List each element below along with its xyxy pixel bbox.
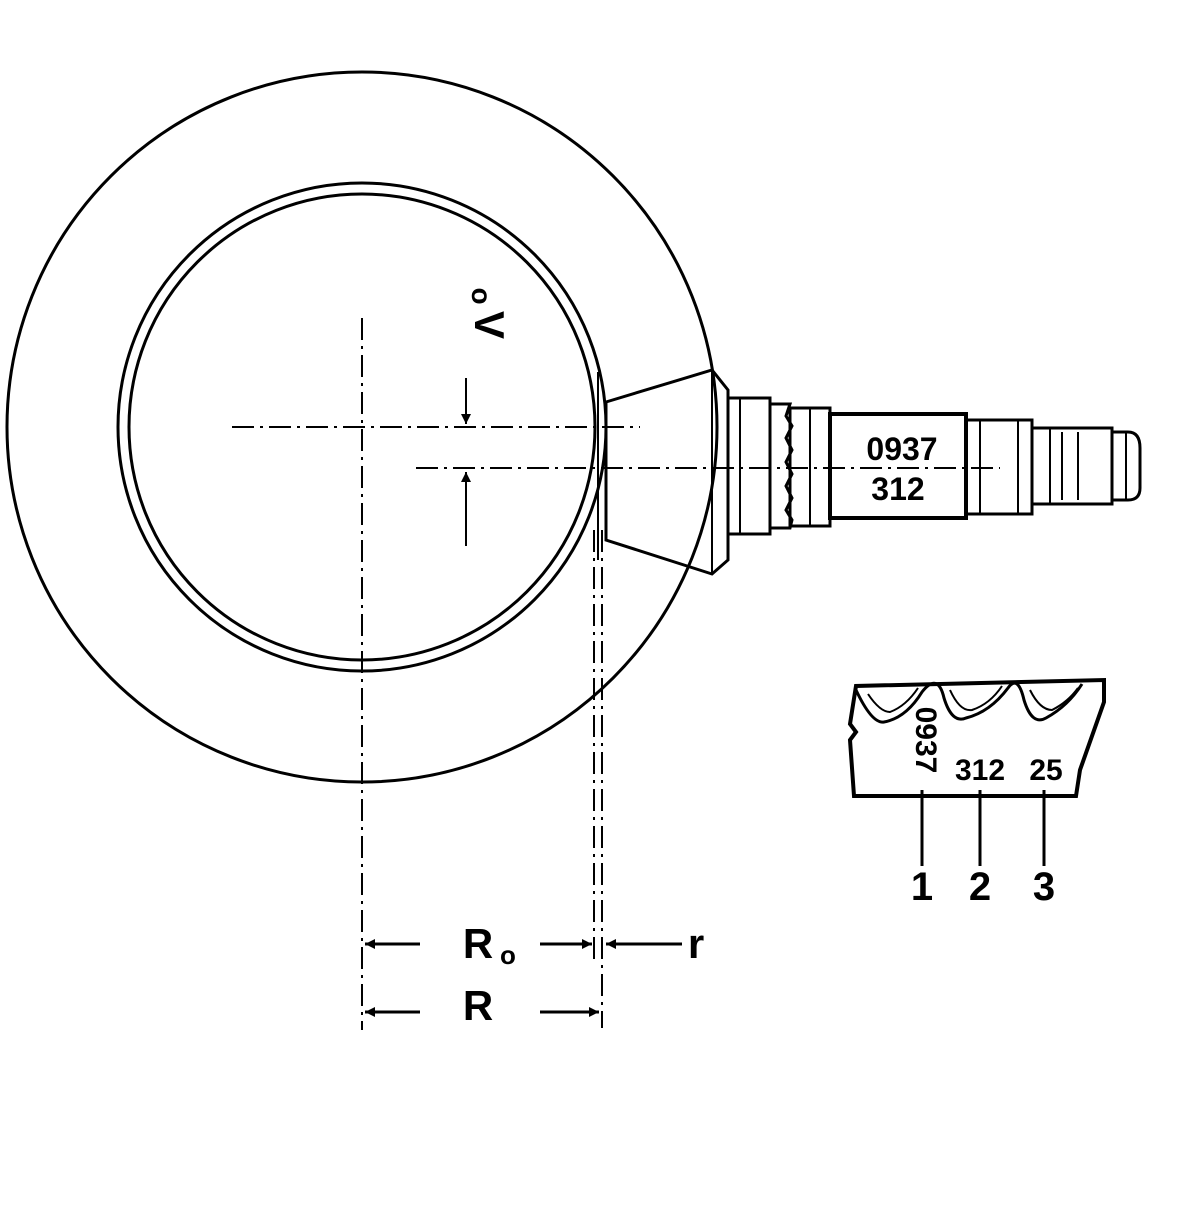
callouts: 1 2 3: [911, 790, 1055, 909]
pinion-tip: [1110, 430, 1142, 502]
radius-dimensions: R o r R: [365, 920, 704, 1029]
pinion-head: [604, 368, 730, 576]
label-vo-subscript: o: [466, 287, 497, 304]
label-ro-letter: R: [463, 920, 493, 967]
callout-label-2: 2: [969, 865, 991, 909]
callout-label-3: 3: [1033, 865, 1055, 909]
gear-segment-outline: [847, 677, 1106, 798]
pinion-shaft: 0937 312: [597, 368, 1142, 576]
pinion-collar: [726, 396, 772, 536]
gear-tooth-profile: [854, 681, 1084, 724]
label-r-small: r: [688, 920, 704, 967]
gear-marking-part-number: 0937: [909, 707, 942, 774]
gear-marking-deviation: 25: [1029, 754, 1062, 787]
gear-marking-detail: 0937 312 25: [847, 677, 1106, 798]
label-r-big: R: [463, 982, 493, 1029]
label-ro-subscript: o: [500, 940, 516, 970]
center-lines: [232, 318, 1000, 1030]
pinion-marking-line1: 0937: [866, 431, 937, 467]
pinion-marking-line2: 312: [871, 471, 924, 507]
pinion-thread: [1030, 426, 1114, 506]
callout-label-1: 1: [911, 865, 933, 909]
offset-dimension-vo: V o: [461, 287, 513, 546]
label-vo-letter: V: [466, 311, 513, 339]
gear-marking-ratio: 312: [955, 754, 1005, 787]
